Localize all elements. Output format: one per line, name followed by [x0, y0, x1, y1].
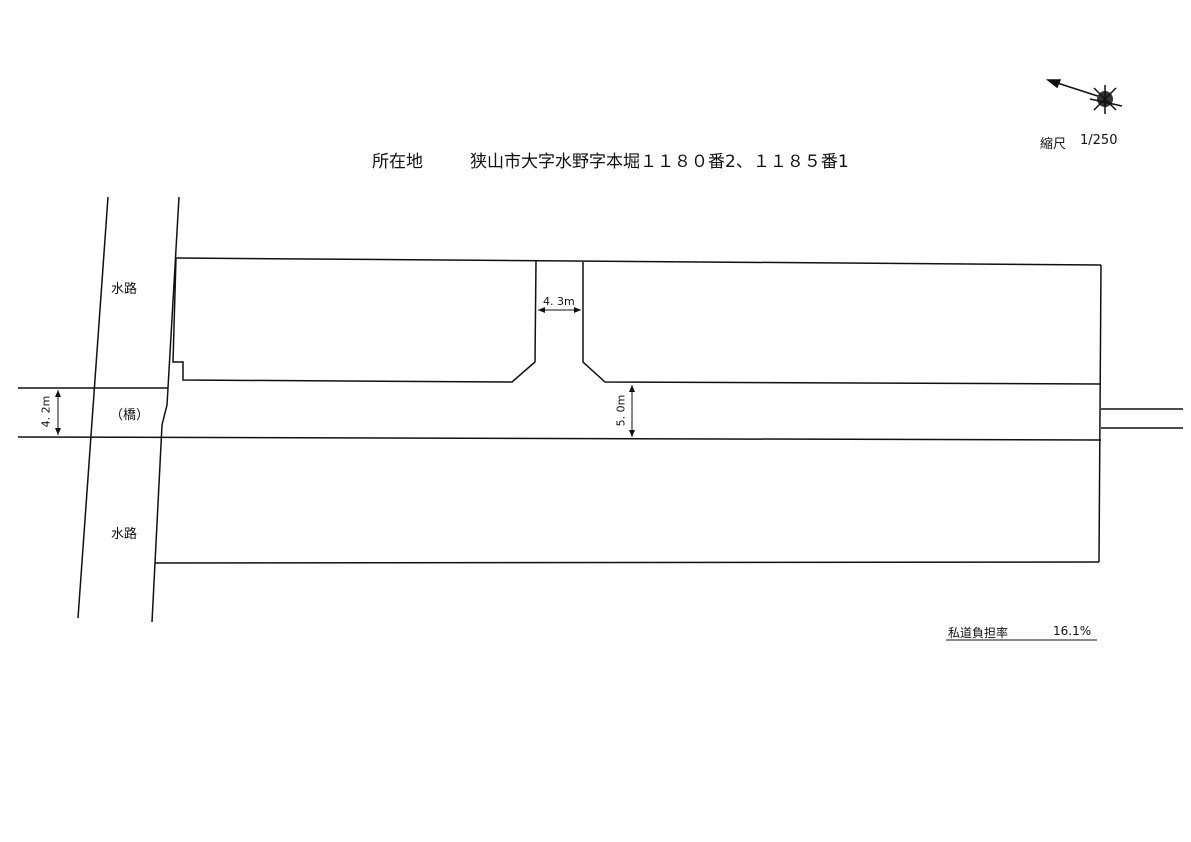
north-arrow-icon — [1045, 79, 1123, 114]
scale-label: 縮尺 — [1040, 137, 1067, 152]
road-bottom-line — [17, 436, 1102, 441]
lot-top-left — [172, 257, 537, 383]
location-address: 狭山市大字水野字本堀１１８０番2、１１８５番1 — [470, 152, 849, 172]
waterway-left-edge — [77, 196, 109, 619]
branch-road-width-dimension: 4. 3m — [543, 295, 575, 308]
waterway-right-edge — [151, 196, 180, 623]
burden-value: 16.1% — [1053, 624, 1092, 638]
lot-top-right — [582, 262, 1102, 385]
lot-top-line — [175, 257, 1102, 266]
waterway-label-top: 水路 — [111, 282, 138, 297]
scale-value: 1/250 — [1080, 133, 1118, 148]
main-road-width-dimension: 5. 0m — [614, 394, 628, 427]
lot-bottom-line — [154, 561, 1100, 564]
waterway-label-bottom: 水路 — [111, 527, 138, 542]
bridge-label: （橋） — [110, 408, 150, 423]
burden-label: 私道負担率 — [948, 626, 1009, 640]
bridge-width-dimension: 4. 2m — [39, 395, 53, 428]
location-label: 所在地 — [372, 152, 423, 172]
lot-right-edge — [1098, 264, 1102, 563]
